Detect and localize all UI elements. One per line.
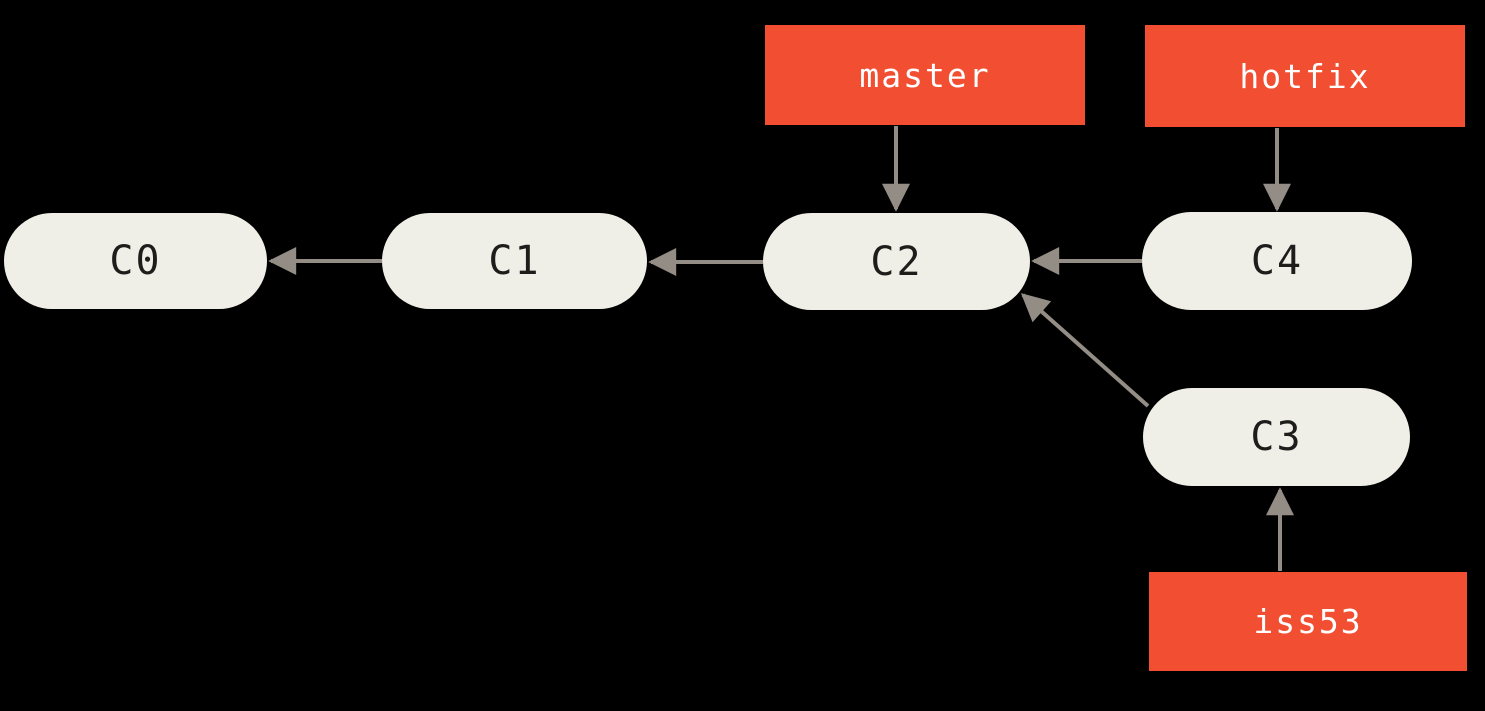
- branch-label-master: master: [765, 25, 1085, 125]
- edge-c3-to-c2: [1020, 293, 1150, 408]
- branch-label-hotfix: hotfix: [1145, 25, 1465, 127]
- branch-label-hotfix-text: hotfix: [1239, 56, 1371, 96]
- commit-node-c0: C0: [4, 213, 267, 309]
- branch-label-master-text: master: [859, 55, 991, 95]
- commit-node-c1: C1: [382, 213, 647, 309]
- commit-node-c4: C4: [1142, 212, 1412, 310]
- commit-node-c2: C2: [763, 213, 1030, 310]
- commit-label-c3: C3: [1250, 414, 1303, 460]
- branch-label-iss53-text: iss53: [1253, 602, 1363, 641]
- commit-label-c2: C2: [870, 238, 923, 285]
- commit-label-c1: C1: [488, 238, 541, 284]
- branch-label-iss53: iss53: [1149, 572, 1467, 671]
- commit-label-c0: C0: [109, 238, 162, 284]
- commit-node-c3: C3: [1143, 388, 1410, 486]
- commit-label-c4: C4: [1250, 238, 1304, 284]
